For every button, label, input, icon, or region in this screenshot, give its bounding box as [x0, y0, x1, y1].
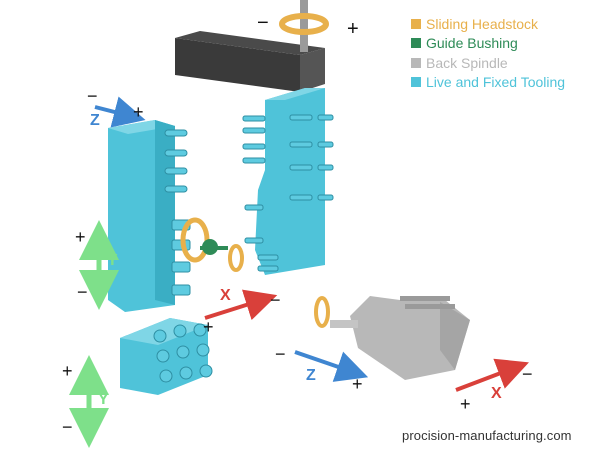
y-lower-minus: − [62, 417, 73, 437]
z-right-name: Z [306, 367, 316, 384]
legend-item-sliding-headstock: Sliding Headstock [411, 14, 565, 34]
top-rotation-plus: + [347, 18, 359, 40]
x-center-name: X [220, 287, 231, 304]
legend-label: Guide Bushing [426, 35, 518, 52]
lower-tooling-block [120, 318, 213, 395]
legend: Sliding Headstock Guide Bushing Back Spi… [411, 14, 565, 92]
y-upper-minus: − [77, 282, 88, 302]
top-rotation-minus: − [257, 12, 269, 34]
legend-item-live-fixed-tooling: Live and Fixed Tooling [411, 73, 565, 93]
x-right-plus: + [460, 394, 471, 414]
z-left-plus: + [133, 102, 144, 122]
z-left-name: Z [90, 112, 100, 129]
legend-swatch-spindle [411, 57, 421, 68]
legend-item-guide-bushing: Guide Bushing [411, 34, 565, 54]
x-axis-arrow-center: − + X [203, 287, 281, 337]
legend-swatch-tooling [411, 77, 421, 88]
top-rotation-labels: − + [257, 12, 359, 40]
z-right-minus: − [275, 344, 286, 364]
x-right-name: X [491, 385, 502, 402]
z-left-minus: − [87, 86, 98, 106]
legend-item-back-spindle: Back Spindle [411, 53, 565, 73]
legend-label: Live and Fixed Tooling [426, 74, 566, 91]
top-rotation-indicator [279, 0, 329, 52]
y-upper-name: Y [107, 252, 118, 269]
y-lower-plus: + [62, 361, 73, 381]
legend-label: Back Spindle [426, 54, 508, 71]
z-right-plus: + [352, 374, 363, 394]
y-axis-arrow-upper: + − Y [75, 220, 119, 310]
y-axis-arrow-lower: + − Y [62, 355, 109, 448]
z-axis-arrow-right: − + Z [275, 344, 369, 394]
legend-swatch-bushing [411, 38, 421, 49]
legend-label: Sliding Headstock [426, 15, 539, 32]
top-beam [175, 31, 325, 92]
x-center-minus: − [270, 290, 281, 310]
right-tooling-column [242, 88, 334, 275]
x-right-minus: − [522, 364, 533, 384]
z-axis-arrow-left: − + Z [87, 86, 146, 129]
headstock-and-bushing [180, 217, 244, 272]
back-spindle [314, 296, 470, 380]
left-tooling-column [108, 120, 191, 312]
x-center-plus: + [203, 317, 214, 337]
x-axis-arrow-right: − + X [455, 358, 533, 414]
y-lower-name: Y [98, 391, 109, 408]
site-credit[interactable]: procision-manufacturing.com [402, 428, 572, 443]
legend-swatch-headstock [411, 18, 421, 29]
y-upper-plus: + [75, 227, 86, 247]
